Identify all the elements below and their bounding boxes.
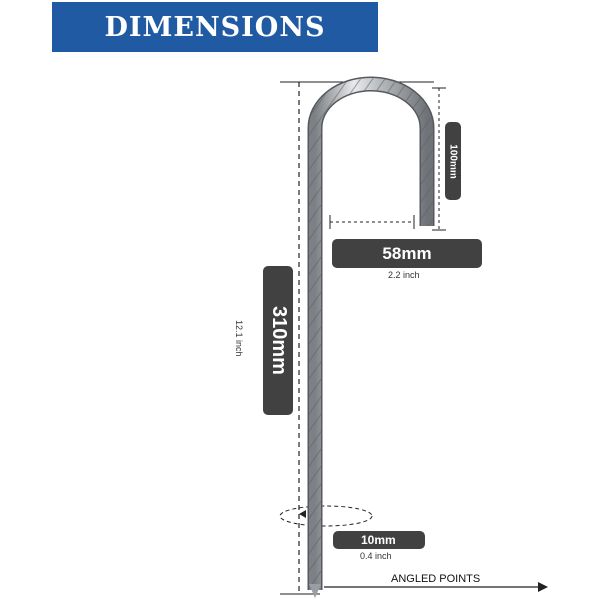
hook-depth-label: 100mm xyxy=(445,122,461,200)
page-title: DIMENSIONS xyxy=(104,11,326,43)
width-label: 58mm xyxy=(332,239,482,268)
stake-body xyxy=(307,76,435,598)
hook-depth-inches: 4inch xyxy=(453,160,462,180)
title-banner: DIMENSIONS xyxy=(52,2,378,52)
diameter-inches: 0.4 inch xyxy=(360,551,392,561)
diameter-label: 10mm xyxy=(333,531,425,549)
length-inches: 12.1 inch xyxy=(234,320,244,357)
angled-points-label: ANGLED POINTS xyxy=(391,573,481,585)
length-label: 310mm xyxy=(263,266,293,415)
dimension-lines xyxy=(279,81,545,595)
arrow-left-icon xyxy=(299,510,306,518)
width-inches: 2.2 inch xyxy=(388,270,420,280)
arrow-right-icon xyxy=(538,582,548,592)
